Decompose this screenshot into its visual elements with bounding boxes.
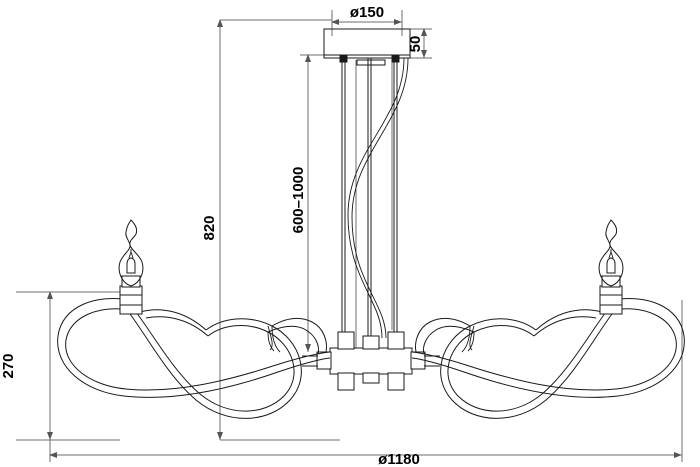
candle-socket-left [119, 275, 143, 315]
dim-label-suspension-range: 600–1000 [290, 167, 307, 234]
dim-label-overall-diameter: ø1180 [378, 451, 420, 467]
center-hub [302, 331, 440, 391]
hook-right [469, 325, 475, 351]
product-geometry [57, 28, 685, 419]
candle-socket-right [599, 275, 623, 315]
dim-label-canopy-height: 50 [407, 36, 424, 53]
suspension-rods [339, 55, 400, 340]
ceiling-canopy [323, 28, 411, 59]
hook-left [267, 325, 273, 351]
dim-label-canopy-diameter: ø150 [350, 4, 384, 21]
dim-label-body-height: 270 [0, 353, 17, 378]
scroll-arms-left [57, 298, 331, 419]
dimension-lines [16, 10, 683, 462]
dim-label-total-height: 820 [201, 215, 218, 240]
scroll-arms-right [411, 298, 685, 419]
power-cable [347, 57, 409, 339]
